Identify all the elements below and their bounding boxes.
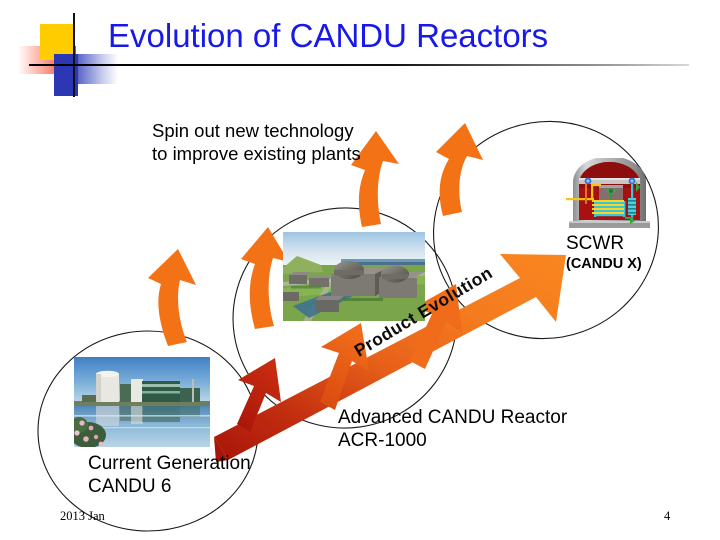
label-scwr-subtitle: (CANDU X) bbox=[566, 256, 642, 272]
footer-page-number: 4 bbox=[664, 509, 671, 523]
callout-spin-out-technology: Spin out new technology to improve exist… bbox=[152, 120, 361, 164]
page-title: Evolution of CANDU Reactors bbox=[108, 17, 549, 54]
photo-scwr-schematic bbox=[566, 158, 653, 232]
product-evolution-arrow bbox=[214, 254, 566, 462]
footer-date: 2013 Jan bbox=[60, 509, 105, 523]
spin-out-arrow-1 bbox=[148, 249, 196, 346]
label-scwr: SCWR bbox=[566, 233, 625, 254]
group-ellipse-scwr bbox=[433, 120, 659, 340]
photo-candu6 bbox=[74, 357, 210, 447]
title-underline-rule bbox=[29, 64, 689, 66]
spin-out-arrow-2 bbox=[241, 227, 289, 329]
branch-arrow-acr-up bbox=[320, 323, 369, 410]
spin-out-arrow-4 bbox=[436, 123, 483, 216]
label-advanced-candu-reactor: Advanced CANDU Reactor ACR-1000 bbox=[338, 407, 568, 452]
photo-acr-render bbox=[283, 232, 425, 321]
branch-arrow-current-to-acr bbox=[237, 358, 281, 432]
label-current-generation: Current Generation CANDU 6 bbox=[88, 453, 251, 498]
logo-vertical-rule bbox=[73, 13, 75, 97]
spin-out-arrow-3 bbox=[351, 131, 399, 227]
logo-decoration bbox=[18, 8, 118, 100]
